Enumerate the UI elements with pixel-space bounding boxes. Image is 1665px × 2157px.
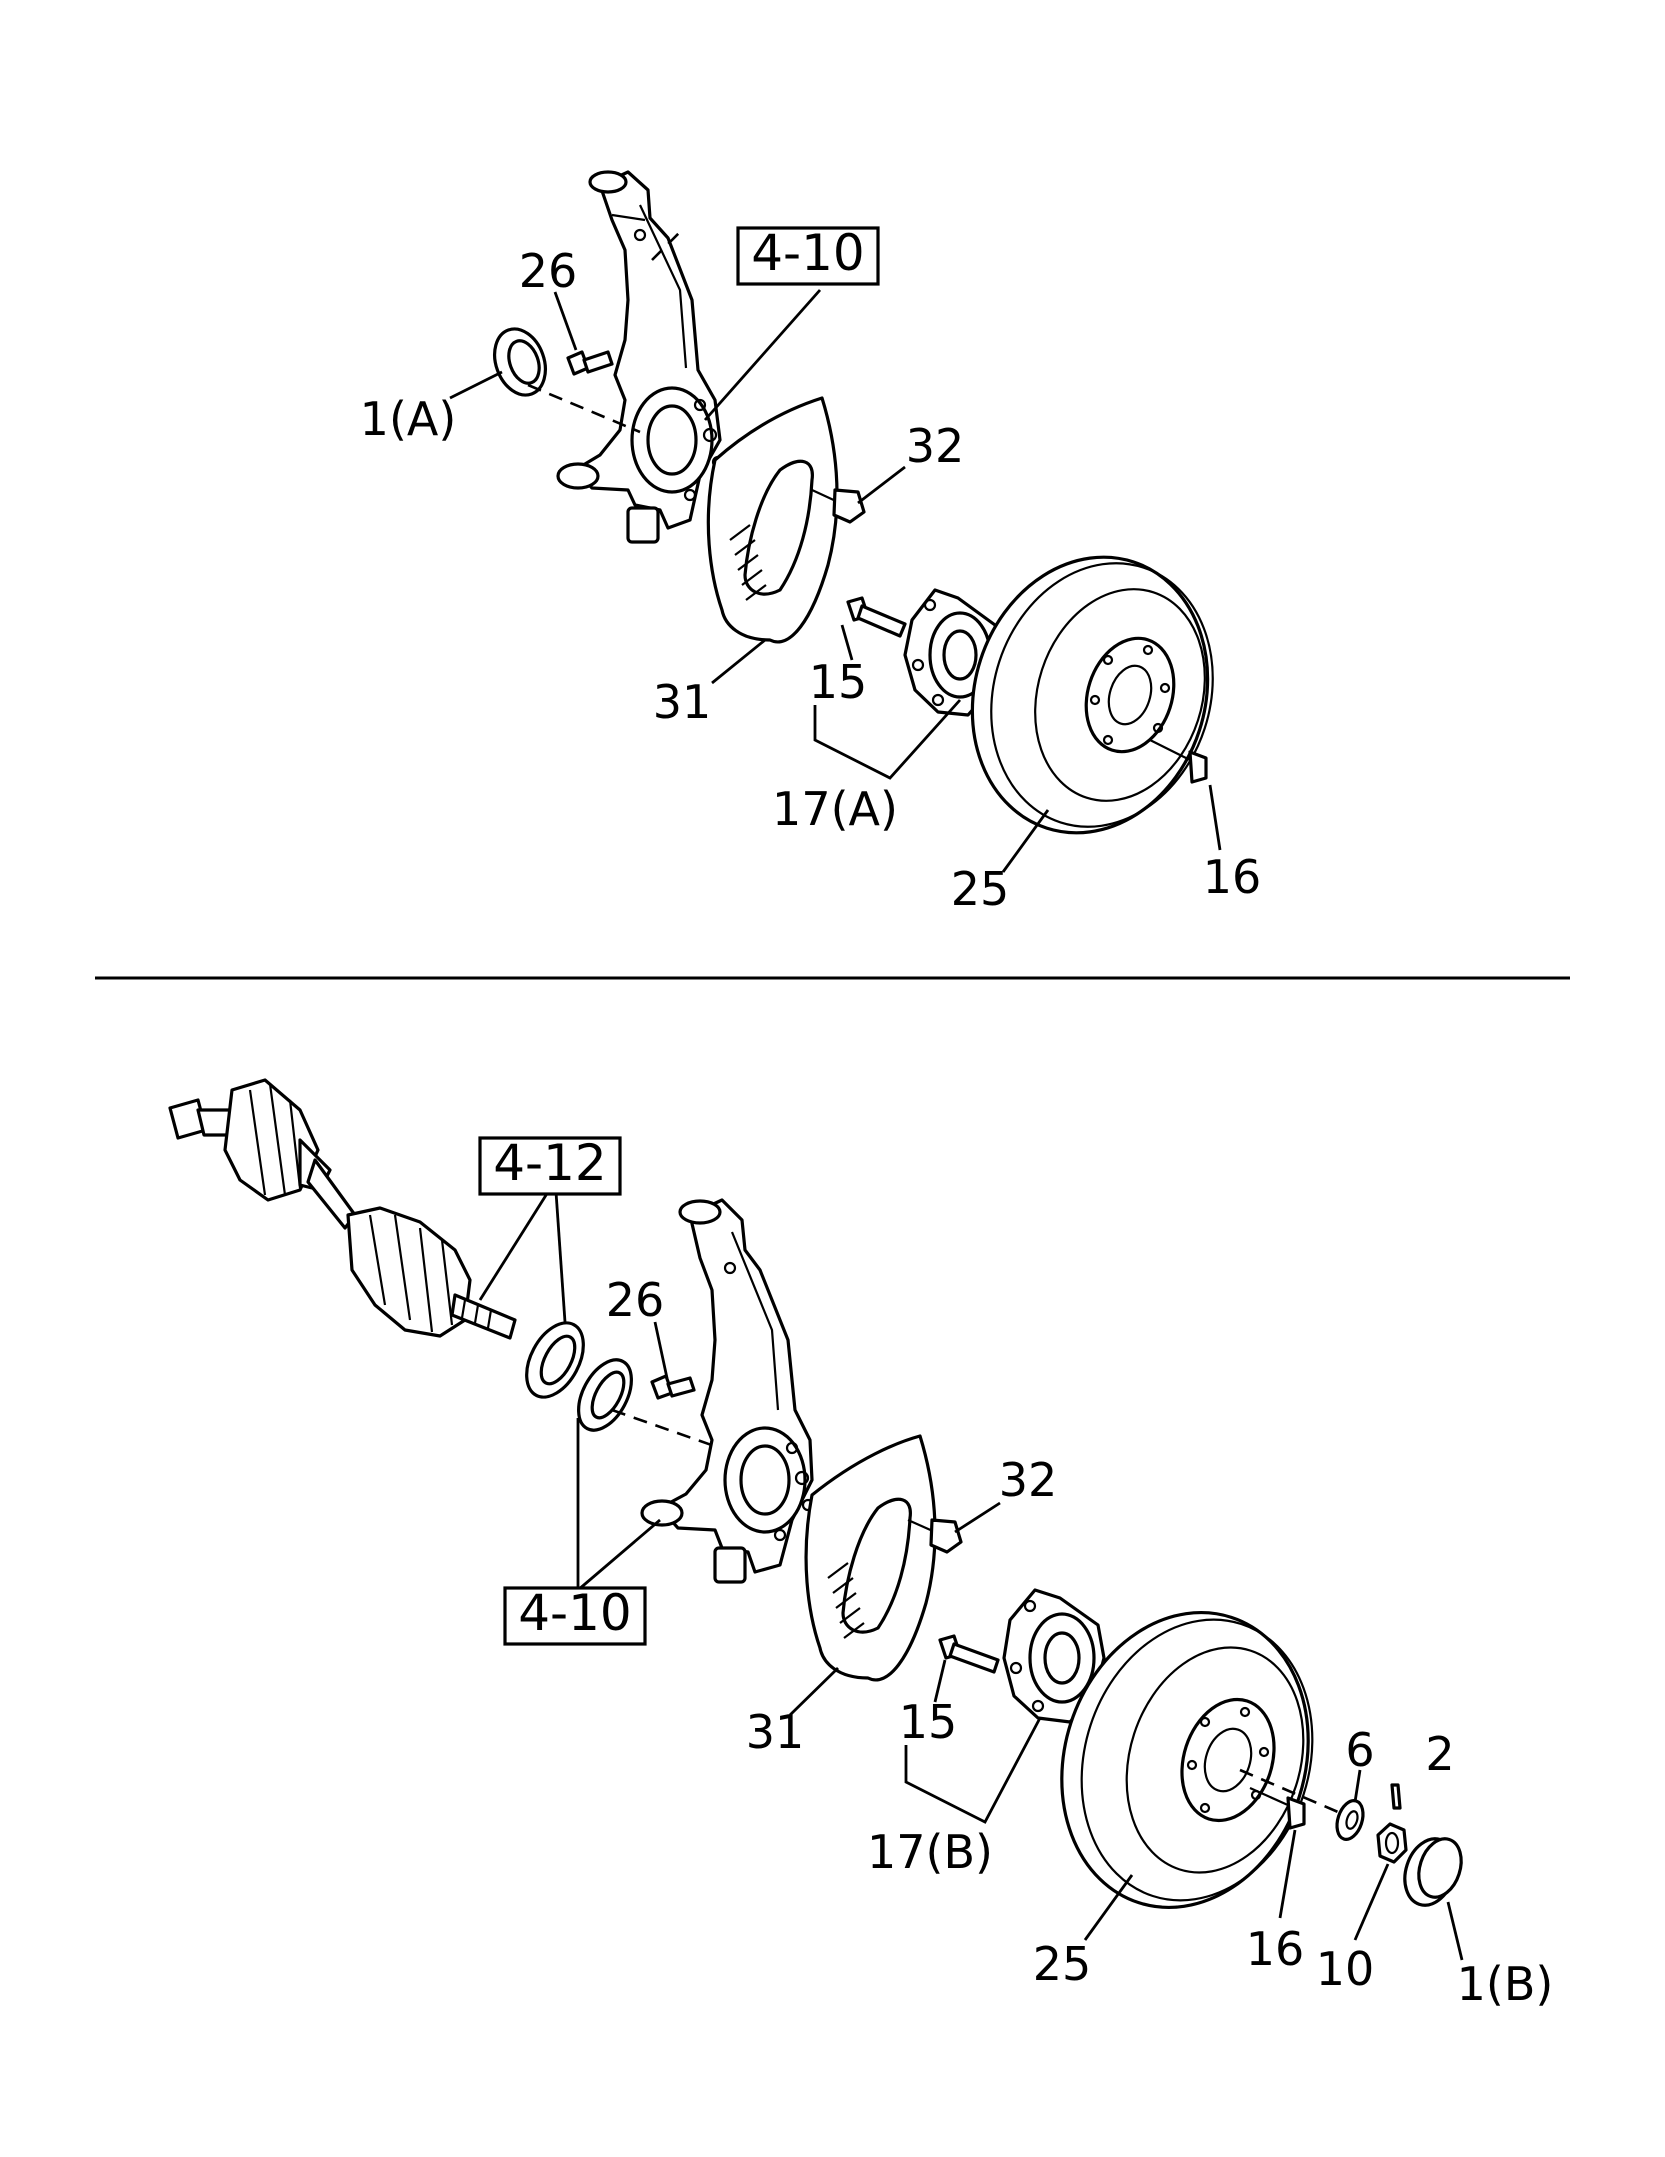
bottom-label-2: 2 bbox=[1425, 1727, 1454, 1781]
bottom-drive-shaft bbox=[168, 1078, 517, 1340]
bottom-label-15: 15 bbox=[899, 1695, 958, 1749]
top-bolt-26 bbox=[566, 350, 614, 376]
bottom-label-31: 31 bbox=[746, 1705, 805, 1759]
top-label-1a: 1(A) bbox=[360, 392, 457, 446]
bottom-label-17b: 17(B) bbox=[867, 1825, 993, 1879]
top-reference-label: 4-10 bbox=[751, 224, 864, 282]
bottom-label-16: 16 bbox=[1246, 1922, 1305, 1976]
top-brake-disc-25 bbox=[970, 555, 1214, 835]
bottom-hub-cap-1b bbox=[1403, 1837, 1463, 1907]
bottom-label-25: 25 bbox=[1033, 1937, 1092, 1991]
bottom-steering-knuckle bbox=[640, 1198, 815, 1584]
bottom-bolt-16 bbox=[1249, 1786, 1306, 1830]
bottom-label-10: 10 bbox=[1316, 1942, 1375, 1996]
bottom-label-1b: 1(B) bbox=[1457, 1957, 1554, 2011]
top-centerline bbox=[527, 383, 641, 434]
top-bolt-16 bbox=[1149, 739, 1208, 784]
bottom-bolt-26 bbox=[650, 1374, 696, 1400]
bottom-assembly: 4-12 4-10 26 32 31 15 17(B) 25 16 6 2 10… bbox=[168, 1078, 1554, 2011]
top-label-25: 25 bbox=[951, 862, 1010, 916]
bottom-reference-box-4-12: 4-12 bbox=[478, 1134, 622, 1196]
bottom-seal-ring-4-12 bbox=[525, 1321, 585, 1399]
bottom-reference-label-upper: 4-12 bbox=[493, 1134, 606, 1192]
bottom-bolt-15 bbox=[938, 1634, 1000, 1674]
top-seal-1a bbox=[493, 327, 547, 397]
top-label-17a: 17(A) bbox=[772, 782, 898, 836]
top-label-32: 32 bbox=[906, 419, 965, 473]
bottom-hub-17b bbox=[1002, 1588, 1106, 1724]
bottom-axle-centerline bbox=[1239, 1768, 1346, 1817]
bottom-dust-shield-31 bbox=[804, 1434, 937, 1682]
bottom-label-26: 26 bbox=[606, 1273, 665, 1327]
top-label-15: 15 bbox=[809, 655, 868, 709]
bottom-brake-disc-25 bbox=[1060, 1611, 1314, 1909]
bottom-label-6: 6 bbox=[1345, 1723, 1374, 1777]
bottom-reference-label-lower: 4-10 bbox=[518, 1584, 631, 1642]
bottom-leader-lines bbox=[478, 1191, 1464, 1961]
top-label-31: 31 bbox=[653, 675, 712, 729]
top-centerline-2 bbox=[651, 231, 681, 261]
bottom-washer-6 bbox=[1335, 1799, 1365, 1841]
bottom-bolt-32 bbox=[907, 1518, 963, 1554]
top-reference-box-4-10: 4-10 bbox=[736, 224, 880, 286]
top-assembly: 4-10 26 1(A) 32 31 15 17(A) 25 16 bbox=[360, 170, 1262, 916]
top-label-16: 16 bbox=[1203, 850, 1262, 904]
top-dust-shield-31 bbox=[706, 396, 839, 644]
top-leader-lines bbox=[449, 289, 1222, 873]
top-bolt-15 bbox=[846, 596, 907, 638]
bottom-cotter-pin-2 bbox=[1390, 1783, 1402, 1810]
bottom-label-32: 32 bbox=[999, 1453, 1058, 1507]
bottom-reference-box-4-10: 4-10 bbox=[503, 1584, 647, 1646]
top-bolt-32 bbox=[811, 488, 866, 524]
bottom-centerline bbox=[611, 1408, 721, 1450]
top-label-26: 26 bbox=[519, 244, 578, 298]
bottom-nut-10 bbox=[1376, 1822, 1408, 1864]
